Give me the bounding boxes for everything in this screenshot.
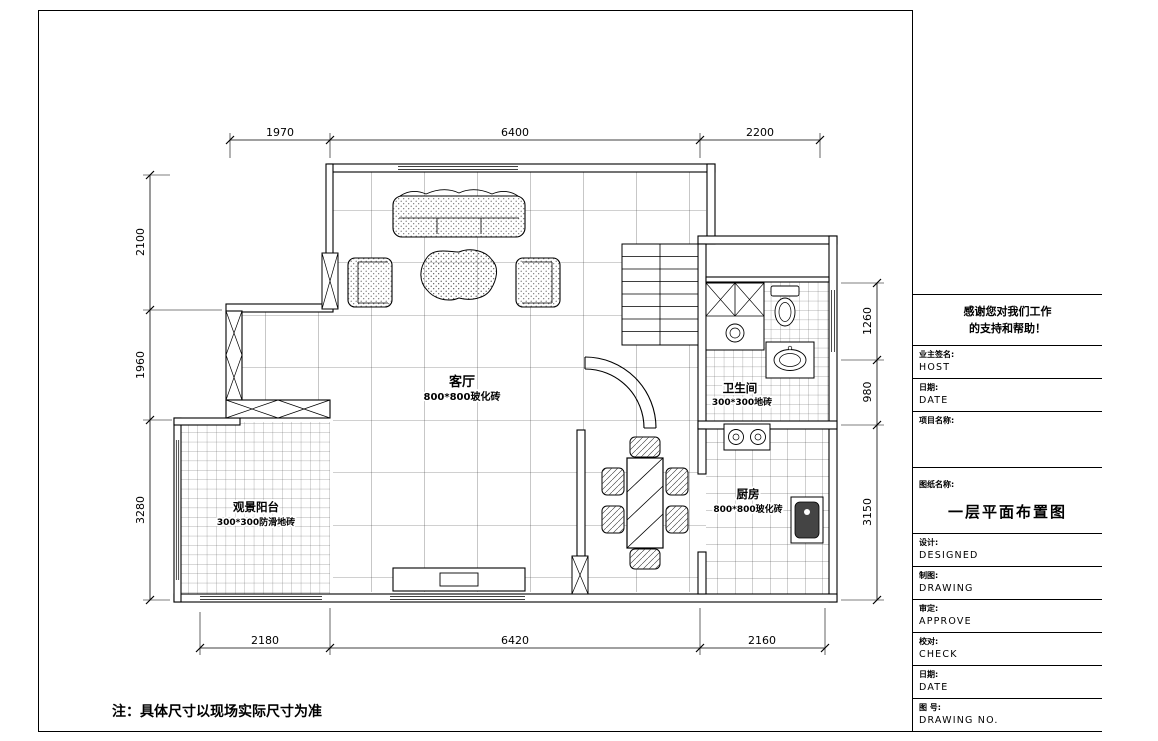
field-sheet-name: 图纸名称: [913, 468, 1102, 493]
kitchen-sink [790, 496, 824, 544]
drawing-title: 一层平面布置图 [913, 493, 1102, 534]
field-owner-signature: 业主签名: HOST [913, 346, 1102, 379]
date2-value: DATE [919, 682, 949, 693]
field-check: 校对: CHECK [913, 633, 1102, 666]
dim-top-2: 6400 [501, 126, 529, 139]
armchair-left [347, 257, 393, 308]
tv-cabinet [392, 567, 526, 592]
wash-basin [765, 341, 815, 379]
wall-hatch-marks [225, 252, 589, 595]
dim-left-3: 3280 [134, 496, 147, 524]
kitchen-spec: 800*800玻化砖 [713, 503, 782, 515]
thanks-note: 感谢您对我们工作 的支持和帮助！ [913, 293, 1102, 346]
title-block: 感谢您对我们工作 的支持和帮助！ 业主签名: HOST 日期: DATE 项目名… [912, 10, 1102, 732]
gas-stove [723, 423, 771, 451]
dim-left-2: 1960 [134, 351, 147, 379]
date-label: 日期: [919, 383, 939, 392]
titleblock-empty-area [913, 10, 1102, 294]
window-top [398, 166, 518, 170]
dining-chair-fills [602, 437, 688, 569]
date2-label: 日期: [919, 670, 939, 679]
thanks-line-2: 的支持和帮助！ [969, 321, 1046, 335]
window-balcony-left [175, 440, 180, 580]
dim-bottom-2: 6420 [501, 634, 529, 647]
living-furniture [347, 189, 561, 592]
drawing-value: DRAWING [919, 583, 974, 594]
windows [175, 166, 835, 600]
laundry-counter [705, 282, 765, 351]
project-label: 项目名称: [919, 416, 955, 425]
bathroom-fixtures [705, 282, 815, 379]
designed-label: 设计: [919, 538, 939, 547]
drawingno-label: 图 号: [919, 703, 941, 712]
living-room-name: 客厅 [449, 374, 475, 390]
date-value: DATE [919, 395, 949, 406]
dim-left-1: 2100 [134, 228, 147, 256]
staircase [621, 243, 699, 346]
bathroom-spec: 300*300地砖 [712, 396, 772, 408]
dim-bottom-1: 2180 [251, 634, 279, 647]
room-labels: 客厅 800*800玻化砖 卫生间 300*300地砖 厨房 800*800玻化… [215, 372, 784, 530]
check-value: CHECK [919, 649, 958, 660]
owner-label: 业主签名: [919, 350, 955, 359]
field-designed: 设计: DESIGNED [913, 534, 1102, 567]
dim-right-1: 1260 [861, 307, 874, 335]
sheetname-label: 图纸名称: [919, 480, 955, 489]
dim-top-3: 2200 [746, 126, 774, 139]
approve-label: 审定: [919, 604, 939, 613]
drawing-label: 制图: [919, 571, 939, 580]
field-drawing: 制图: DRAWING [913, 567, 1102, 600]
dim-right-2: 980 [861, 382, 874, 403]
balcony-tile-grid [181, 422, 330, 594]
entry-arch [584, 356, 657, 429]
rug [420, 249, 498, 301]
designed-value: DESIGNED [919, 550, 979, 561]
floor-plan: 客厅 800*800玻化砖 卫生间 300*300地砖 厨房 800*800玻化… [112, 126, 884, 720]
window-bathroom-right [831, 290, 835, 352]
field-drawing-no: 图 号: DRAWING NO. [913, 699, 1102, 732]
drawingno-value: DRAWING NO. [919, 715, 999, 726]
window-balcony-bottom [200, 596, 322, 600]
dimension-lines [143, 133, 884, 655]
plan-note: 注：具体尺寸以现场实际尺寸为准 [112, 703, 322, 720]
dim-bottom-3: 2160 [748, 634, 776, 647]
window-bottom [390, 596, 525, 600]
living-tile-grid-ext [242, 311, 333, 400]
kitchen-fixtures [723, 423, 824, 544]
field-date-top: 日期: DATE [913, 379, 1102, 412]
field-approve: 审定: APPROVE [913, 600, 1102, 633]
field-date-bottom: 日期: DATE [913, 666, 1102, 699]
living-room-spec: 800*800玻化砖 [424, 390, 501, 403]
kitchen-name: 厨房 [737, 487, 760, 501]
field-project-name: 项目名称: [913, 412, 1102, 468]
sofa [392, 189, 526, 238]
approve-value: APPROVE [919, 616, 972, 627]
dining-set [601, 436, 689, 570]
thanks-line-1: 感谢您对我们工作 [963, 304, 1052, 318]
check-label: 校对: [919, 637, 939, 646]
bathroom-name: 卫生间 [723, 381, 758, 395]
dim-top-1: 1970 [266, 126, 294, 139]
toilet [770, 285, 800, 327]
balcony-spec: 300*300防滑地砖 [217, 516, 295, 528]
dining-table [626, 457, 664, 549]
dimension-labels: 1970 6400 2200 2180 6420 2160 2100 1960 … [134, 126, 874, 647]
armchair-right [515, 257, 561, 308]
owner-value: HOST [919, 362, 951, 373]
dim-right-3: 3150 [861, 498, 874, 526]
balcony-name: 观景阳台 [233, 500, 279, 514]
